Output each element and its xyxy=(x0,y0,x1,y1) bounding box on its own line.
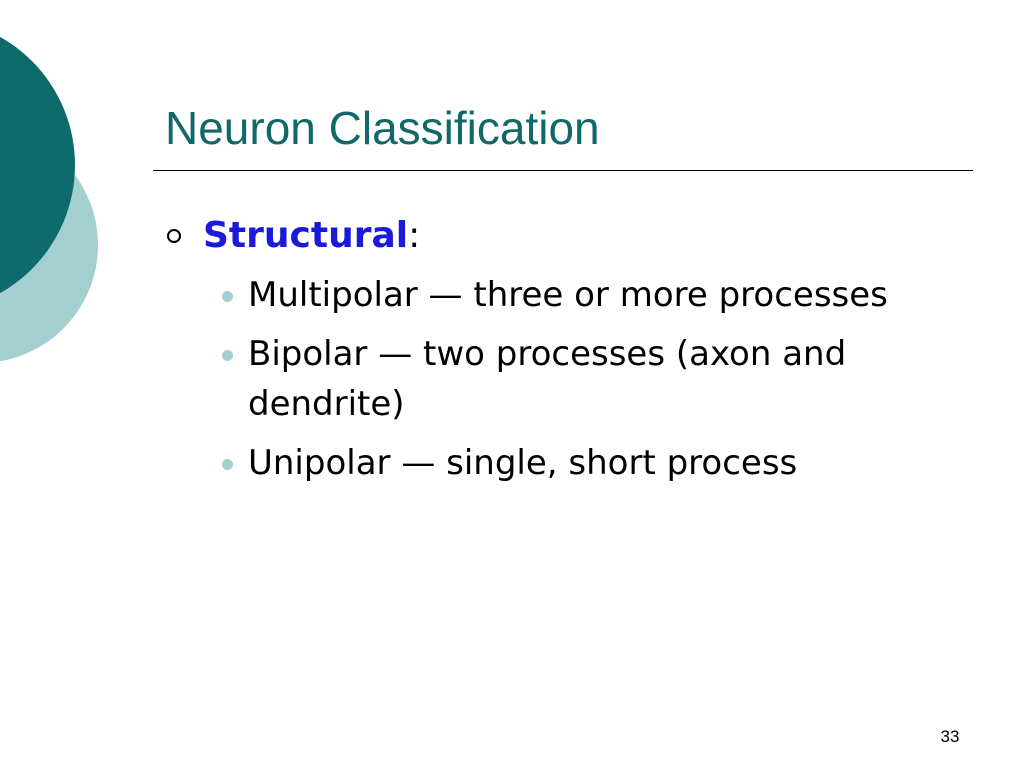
list-item-text: Bipolar — two processes (axon and dendri… xyxy=(248,334,847,424)
filled-circle-bullet-icon xyxy=(222,459,233,470)
keyword-structural: Structural xyxy=(203,215,409,256)
hollow-circle-bullet-icon xyxy=(167,229,181,243)
dark-teal-circle xyxy=(0,36,75,294)
slide-title: Neuron Classification xyxy=(165,102,600,154)
list-item-text: Multipolar — three or more processes xyxy=(248,275,888,315)
bullet-structural: Structural: xyxy=(165,212,985,260)
heading-suffix: : xyxy=(408,215,421,256)
list-item-multipolar: Multipolar — three or more processes xyxy=(165,270,948,320)
list-item-unipolar: Unipolar — single, short process xyxy=(165,438,948,488)
slide-content: Structural: Multipolar — three or more p… xyxy=(165,212,985,497)
title-divider xyxy=(153,170,973,171)
slide-number: 33 xyxy=(940,727,960,746)
list-item-text: Unipolar — single, short process xyxy=(248,443,798,483)
list-item-bipolar: Bipolar — two processes (axon and dendri… xyxy=(165,329,948,429)
filled-circle-bullet-icon xyxy=(222,291,233,302)
sub-bullet-list: Multipolar — three or more processes Bip… xyxy=(165,270,985,488)
decorative-circles xyxy=(0,36,98,362)
filled-circle-bullet-icon xyxy=(222,350,233,361)
